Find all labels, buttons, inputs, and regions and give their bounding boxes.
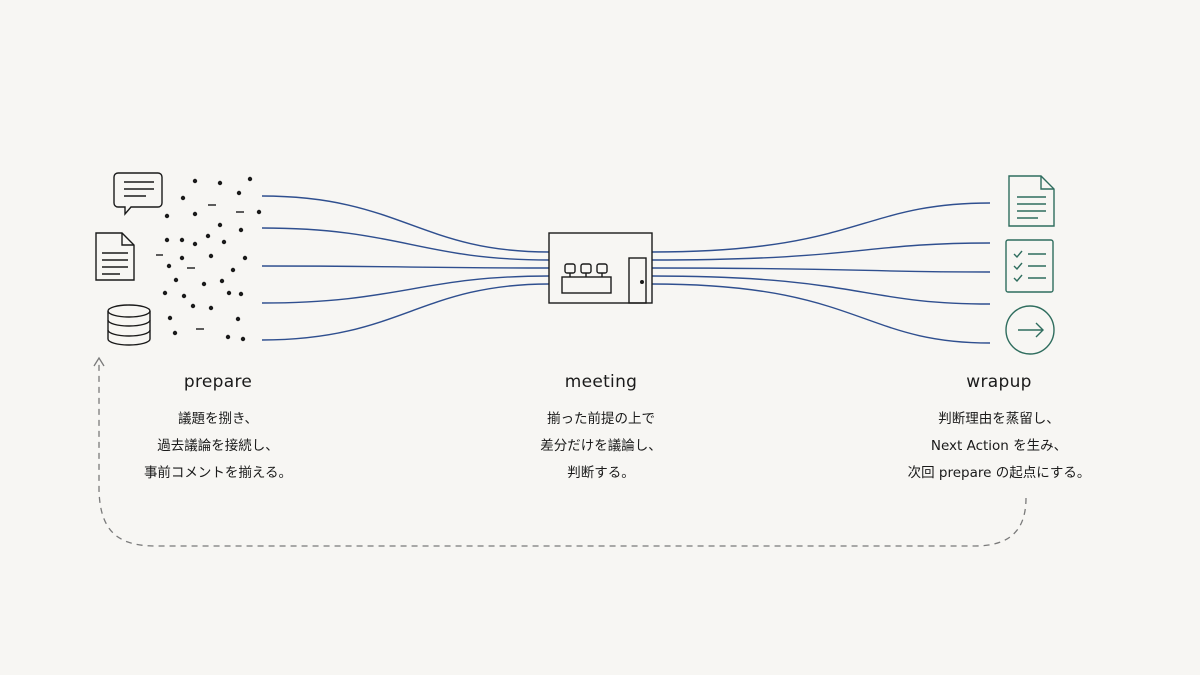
stage-description-line: 次回 prepare の起点にする。 (907, 465, 1091, 481)
stage-description-line: 判断する。 (567, 465, 635, 481)
chat-bubble-icon (113, 172, 163, 216)
feedback-loop-arrow (93, 356, 1027, 547)
stage-description-line: 判断理由を蒸留し、 (938, 411, 1060, 427)
stage-description-line: 事前コメントを揃える。 (143, 465, 293, 481)
arrow-circle-icon (1005, 305, 1055, 355)
stage-description-line: 議題を捌き、 (177, 411, 259, 427)
stage-title: meeting (564, 372, 638, 392)
flow-lines (261, 195, 991, 344)
checklist-icon (1005, 239, 1054, 293)
stage-description-line: Next Action を生み、 (930, 438, 1068, 454)
meeting-room-icon (548, 232, 653, 304)
database-icon (107, 304, 151, 346)
stage-description-line: 過去議論を接続し、 (157, 438, 279, 454)
stage-description-line: 揃った前提の上で (547, 411, 655, 427)
stage-title: wrapup (966, 372, 1032, 392)
stage-wrapup: wrapup 判断理由を蒸留し、 Next Action を生み、 次回 pre… (849, 372, 1149, 487)
stage-title: prepare (183, 372, 253, 392)
document-icon (1008, 175, 1055, 227)
stage-description-line: 差分だけを議論し、 (540, 438, 662, 454)
stage-prepare: prepare 議題を捌き、 過去議論を接続し、 事前コメントを揃える。 (68, 372, 368, 487)
scattered-fragments (156, 176, 262, 342)
stage-meeting: meeting 揃った前提の上で 差分だけを議論し、 判断する。 (451, 372, 751, 487)
document-icon (95, 232, 135, 281)
